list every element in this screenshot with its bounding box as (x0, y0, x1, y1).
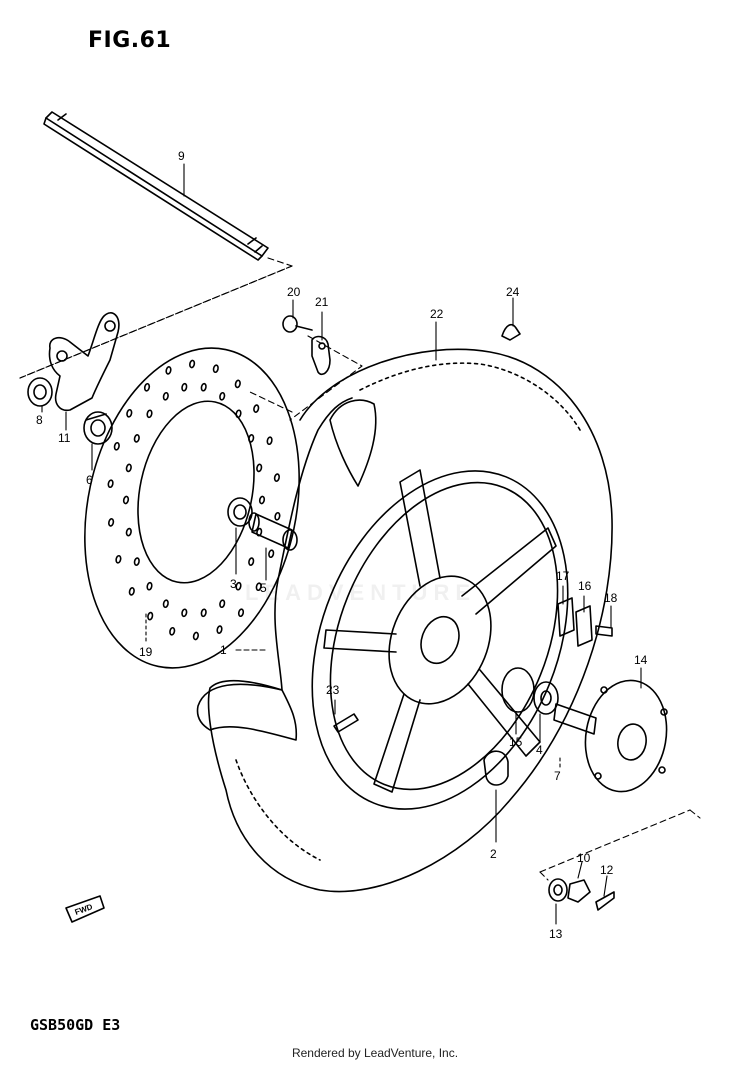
callout-9: 9 (178, 149, 185, 163)
watermark: LEADVENTURE (245, 580, 477, 605)
disc-hole (273, 473, 280, 482)
disc-hole (268, 549, 275, 559)
disc-hole (181, 382, 188, 392)
disc-hole (235, 581, 242, 591)
callout-21: 21 (315, 295, 329, 309)
part-o-ring (501, 667, 535, 713)
part-bearing-left (227, 497, 253, 527)
callout-13: 13 (549, 927, 563, 941)
callout-8: 8 (36, 413, 43, 427)
disc-hole (248, 434, 255, 443)
callout-18: 18 (604, 591, 618, 605)
callout-14: 14 (634, 653, 648, 667)
callout-labels: 9 20 21 22 24 8 11 6 3 5 19 1 23 17 16 1… (36, 149, 648, 941)
callout-24: 24 (506, 285, 520, 299)
callout-16: 16 (578, 579, 592, 593)
disc-hole (235, 409, 242, 419)
leader-lines (41, 163, 642, 925)
callout-3: 3 (230, 577, 237, 591)
disc-hole (266, 436, 273, 446)
part-hub-cover (584, 679, 668, 793)
part-collar-bottom (483, 750, 509, 786)
callout-6: 6 (86, 473, 93, 487)
callout-22: 22 (430, 307, 444, 321)
part-clips (557, 597, 613, 647)
disc-hole (107, 479, 114, 489)
part-shaft (553, 703, 597, 735)
callout-15: 15 (509, 735, 523, 749)
part-collar (83, 411, 113, 445)
disc-hole (189, 359, 196, 369)
callout-23: 23 (326, 683, 340, 697)
disc-hole (234, 379, 241, 389)
disc-hole (162, 599, 169, 609)
callout-4: 4 (536, 743, 543, 757)
disc-hole (200, 382, 207, 392)
disc-hole (256, 463, 263, 473)
part-valve-cap (501, 323, 521, 341)
callout-20: 20 (287, 285, 301, 299)
disc-hole (237, 608, 245, 618)
part-wheel-and-tire (196, 348, 613, 893)
model-code: GSB50GD E3 (30, 1016, 121, 1034)
callout-2: 2 (490, 847, 497, 861)
disc-hole (146, 409, 153, 419)
disc-hole (258, 495, 266, 505)
disc-hole (274, 511, 281, 521)
disc-hole (212, 364, 219, 374)
part-nut-washer-pin (548, 878, 615, 911)
fwd-arrow (65, 895, 105, 923)
callout-19: 19 (139, 645, 153, 659)
disc-hole (192, 631, 199, 641)
disc-hole (146, 581, 153, 591)
disc-hole (133, 434, 140, 443)
disc-hole (216, 625, 223, 634)
callout-17: 17 (556, 569, 570, 583)
callout-10: 10 (577, 851, 591, 865)
disc-hole (125, 527, 132, 537)
callout-7: 7 (554, 769, 561, 783)
disc-hole (122, 495, 130, 505)
disc-hole (165, 366, 172, 375)
callout-1: 1 (220, 643, 227, 657)
disc-hole (143, 382, 151, 392)
disc-hole (200, 608, 207, 618)
disc-hole (219, 391, 226, 401)
part-caliper-bracket (48, 312, 120, 412)
disc-hole (181, 608, 188, 618)
disc-hole (133, 557, 140, 566)
part-brake-disc (84, 347, 300, 669)
disc-hole (108, 518, 115, 527)
figure-title: FIG.61 (88, 28, 172, 53)
disc-hole (113, 441, 120, 451)
part-bolt-and-washer (282, 315, 331, 376)
disc-hole (253, 404, 260, 413)
part-spacer-tube (248, 512, 298, 551)
disc-hole (115, 554, 122, 564)
disc-hole (147, 611, 154, 621)
render-credit: Rendered by LeadVenture, Inc. (291, 1046, 459, 1060)
part-spacer (27, 377, 53, 407)
part-axle (43, 111, 269, 261)
part-bearing-right (533, 681, 559, 715)
disc-hole (255, 582, 262, 592)
disc-hole (169, 626, 176, 636)
callout-12: 12 (600, 863, 614, 877)
disc-hole (125, 463, 132, 473)
disc-hole (162, 391, 169, 401)
part-valve-stem (333, 713, 359, 733)
disc-hole (219, 599, 226, 609)
callout-11: 11 (58, 431, 71, 445)
disc-hole (128, 587, 135, 596)
disc-hole (248, 557, 255, 566)
disc-hole (126, 408, 133, 418)
callout-5: 5 (260, 581, 267, 595)
assembly-lines (19, 257, 701, 881)
